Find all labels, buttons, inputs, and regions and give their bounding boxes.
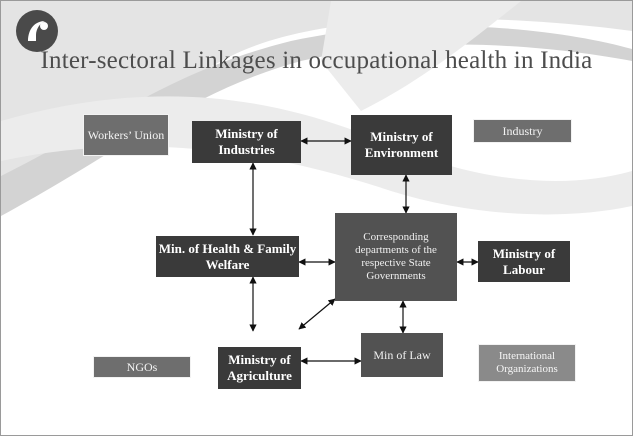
node-ngos: NGOs bbox=[93, 356, 191, 378]
node-ministry-environment: Ministry of Environment bbox=[351, 115, 452, 175]
slide-title: Inter-sectoral Linkages in occupational … bbox=[40, 47, 593, 74]
node-ministry-labour: Ministry of Labour bbox=[478, 241, 570, 282]
node-workers-union: Workers’ Union bbox=[83, 114, 169, 156]
node-min-health: Min. of Health & Family Welfare bbox=[156, 236, 299, 277]
node-ministry-industries: Ministry of Industries bbox=[192, 121, 301, 163]
arrow-state-agriculture bbox=[298, 298, 336, 330]
node-international-organizations: International Organizations bbox=[478, 344, 576, 382]
node-ministry-agriculture: Ministry of Agriculture bbox=[218, 347, 301, 389]
node-min-law: Min of Law bbox=[361, 333, 443, 377]
node-industry: Industry bbox=[473, 119, 572, 143]
node-state-governments: Corresponding departments of the respect… bbox=[335, 213, 457, 301]
company-logo-icon bbox=[16, 10, 58, 52]
